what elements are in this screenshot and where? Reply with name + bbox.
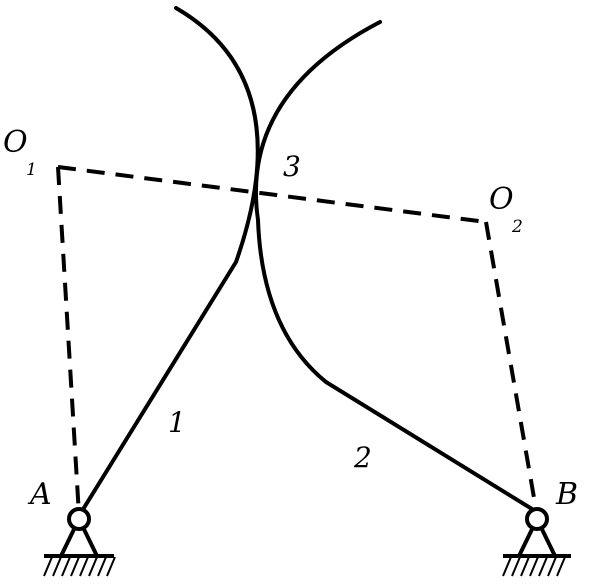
construction-lines	[56, 165, 539, 516]
label-contact-3: 3	[283, 150, 301, 183]
label-pivot-a: A	[27, 477, 52, 512]
dashed-line-o2-b	[484, 221, 539, 516]
label-link-2: 2	[353, 441, 372, 474]
label-o2-subscript: 2	[511, 217, 523, 237]
label-o2: O	[489, 182, 514, 217]
link-2-profile	[253, 20, 534, 511]
link-1-profile	[80, 6, 260, 513]
pivot-b-support	[502, 507, 571, 577]
pivot-a-support	[43, 507, 116, 577]
support-a-hatch	[43, 556, 116, 577]
dashed-line-o1-a	[56, 166, 81, 516]
pivot-b-joint	[525, 507, 549, 531]
support-b-hatch	[502, 556, 566, 577]
label-o1: O	[3, 125, 28, 160]
pivot-a-joint	[67, 507, 91, 531]
label-pivot-b: B	[555, 477, 578, 512]
dashed-line-o1-o2	[57, 165, 487, 224]
label-link-1: 1	[168, 406, 186, 439]
label-o1-subscript: 1	[26, 160, 37, 180]
